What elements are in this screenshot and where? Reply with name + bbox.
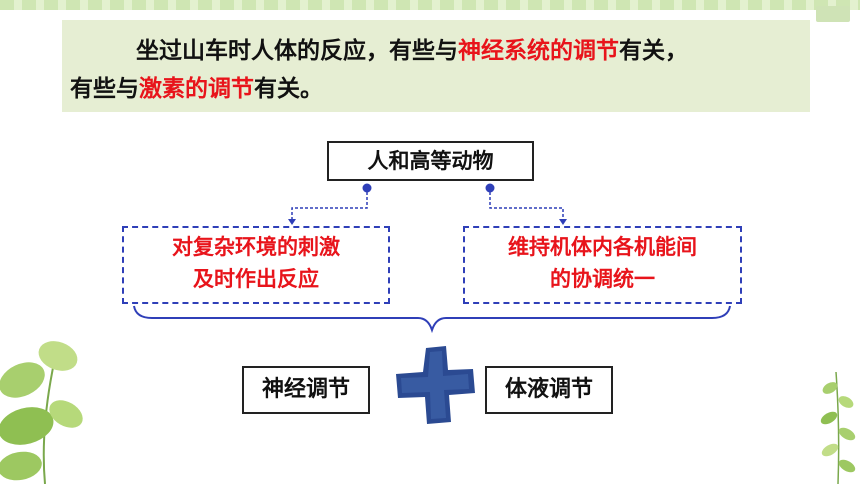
box-line: 维持机体内各机能间 [508,235,697,259]
dashed-arrow-left [288,183,372,225]
humoral-regulation-box: 体液调节 [485,366,613,414]
leaf-decoration-icon [820,371,856,484]
corner-decoration [816,6,850,22]
intro-banner: 坐过山车时人体的反应，有些与神经系统的调节有关， 有些与激素的调节有关。 [62,20,810,112]
plus-icon [396,346,475,424]
box-line: 的协调统一 [550,267,655,291]
banner-line-1: 坐过山车时人体的反应，有些与神经系统的调节有关， [70,32,802,70]
stimulus-response-box: 对复杂环境的刺激 及时作出反应 [122,226,390,304]
banner-highlight-nervous: 神经系统的调节 [458,38,619,64]
box-line: 对复杂环境的刺激 [172,235,340,259]
root-organism-box: 人和高等动物 [327,141,534,181]
banner-line-2: 有些与激素的调节有关。 [70,70,802,108]
banner-text: 有关， [619,38,688,64]
top-border-decoration [0,0,860,10]
banner-text: 有关。 [254,76,323,102]
box-line: 及时作出反应 [193,267,319,291]
curly-brace [133,305,731,334]
coordination-box: 维持机体内各机能间 的协调统一 [463,226,742,304]
leaf-decoration-icon [0,341,83,484]
banner-text: 有些与 [70,76,139,102]
dashed-arrow-right [485,183,567,225]
banner-text: 坐过山车时人体的反应，有些与 [136,38,458,64]
neural-regulation-box: 神经调节 [242,366,370,414]
banner-highlight-hormone: 激素的调节 [139,76,254,102]
